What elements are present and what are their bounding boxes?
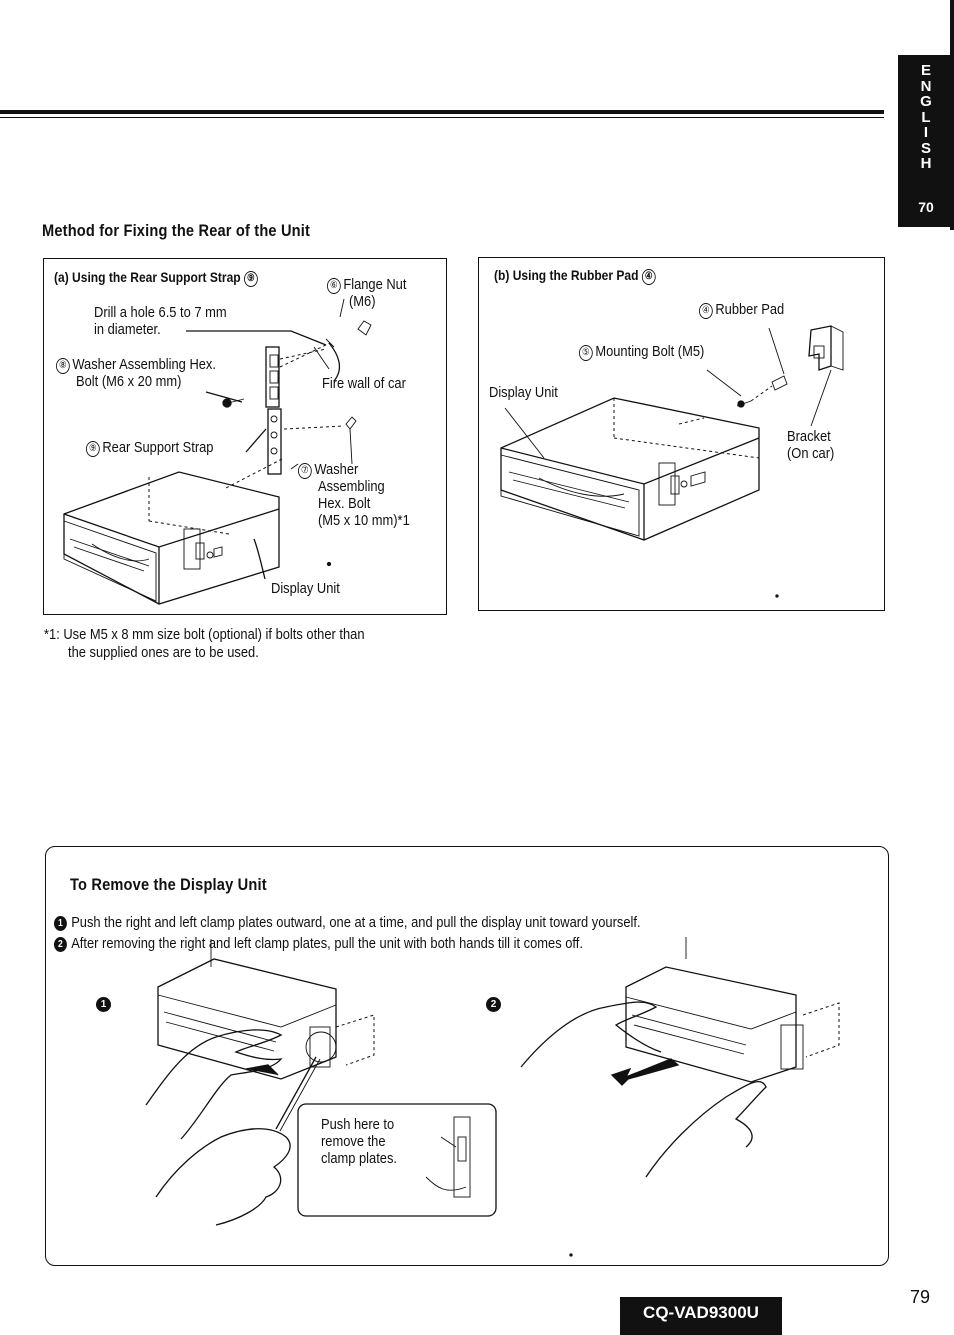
section-title-rear: Method for Fixing the Rear of the Unit [42, 221, 311, 240]
ref-number-badge: ④ [699, 303, 713, 319]
bracket-label: Bracket [787, 428, 831, 445]
footnote-line-2: the supplied ones are to be used. [68, 644, 259, 661]
model-badge: CQ-VAD9300U [620, 1297, 782, 1335]
washer-hex-bolt-size: Bolt (M6 x 20 mm) [76, 373, 182, 390]
washer-bolt-label-2: Assembling [318, 478, 385, 495]
ref-number-badge: ⑨ [243, 271, 258, 287]
header-rule [0, 110, 884, 114]
display-unit-label: Display Unit [489, 384, 558, 401]
step-number-badge: 2 [54, 937, 67, 952]
panel-a-title-text: (a) Using the Rear Support Strap [54, 269, 241, 285]
bracket-label-2: (On car) [787, 445, 835, 462]
step-2-text: After removing the right and left clamp … [71, 935, 583, 952]
lang-letter: E [920, 62, 931, 79]
figure-number: 1 [96, 995, 116, 1013]
washer-hex-bolt-text: Washer Assembling Hex. [72, 356, 216, 373]
drill-hole-label: Drill a hole 6.5 to 7 mm [94, 304, 227, 321]
washer-bolt-label-4: (M5 x 10 mm)*1 [318, 512, 410, 529]
washer-bolt-label-3: Hex. Bolt [318, 495, 371, 512]
step-1-text: Push the right and left clamp plates out… [71, 914, 641, 931]
figure-number-badge: 2 [486, 997, 501, 1012]
callout-text-2: remove the [321, 1133, 386, 1150]
callout-text-1: Push here to [321, 1116, 395, 1133]
panel-b-title: (b) Using the Rubber Pad ④ [494, 267, 658, 285]
lang-letter: N [920, 77, 932, 95]
figure-number-badge: 1 [96, 997, 111, 1012]
panel-b-title-text: (b) Using the Rubber Pad [494, 267, 639, 283]
flange-nut-size: (M6) [349, 293, 376, 310]
fire-wall-label: Fire wall of car [322, 375, 406, 392]
figure-number: 2 [486, 995, 506, 1013]
footnote-line-1: *1: Use M5 x 8 mm size bolt (optional) i… [44, 626, 365, 643]
flange-nut-text: Flange Nut [343, 276, 407, 293]
lang-letter: G [920, 93, 932, 110]
drill-hole-label-2: in diameter. [94, 321, 161, 338]
mounting-bolt-text: Mounting Bolt (M5) [595, 343, 705, 360]
lang-letter: I [923, 124, 929, 141]
language-tab-number: 70 [918, 199, 934, 215]
ref-number-badge: ⑤ [579, 345, 593, 361]
rubber-pad-illustration [500, 325, 844, 598]
remove-unit-illustration [145, 937, 840, 1257]
panel-a-title: (a) Using the Rear Support Strap ⑨ [54, 269, 260, 287]
header-rule-thin [0, 117, 884, 118]
lang-letter: H [920, 155, 932, 172]
ref-number-badge: ⑧ [56, 358, 70, 374]
step-number-badge: 1 [54, 916, 67, 931]
page-number: 79 [910, 1287, 931, 1307]
rear-strap-illustration [63, 298, 372, 605]
callout-text-3: clamp plates. [321, 1150, 398, 1167]
display-unit-label: Display Unit [271, 580, 340, 597]
washer-bolt-text: Washer [314, 461, 359, 478]
section-title-remove: To Remove the Display Unit [70, 875, 267, 894]
step-1: 1 Push the right and left clamp plates ou… [54, 914, 641, 931]
step-2: 2 After removing the right and left clamp… [54, 935, 583, 952]
ref-number-badge: ⑦ [298, 463, 312, 479]
lang-letter: S [920, 139, 931, 157]
lang-letter: L [921, 108, 931, 126]
language-tab: E N G L I S H 70 [898, 55, 954, 227]
panel-remove-display: To Remove the Display Unit 1 Push the rig… [45, 846, 889, 1266]
rubber-pad-text: Rubber Pad [715, 301, 785, 318]
ref-number-badge: ⑥ [327, 278, 341, 294]
ref-number-badge: ⑨ [86, 441, 100, 457]
ref-number-badge: ④ [641, 269, 656, 285]
rear-support-strap-text: Rear Support Strap [102, 439, 214, 456]
